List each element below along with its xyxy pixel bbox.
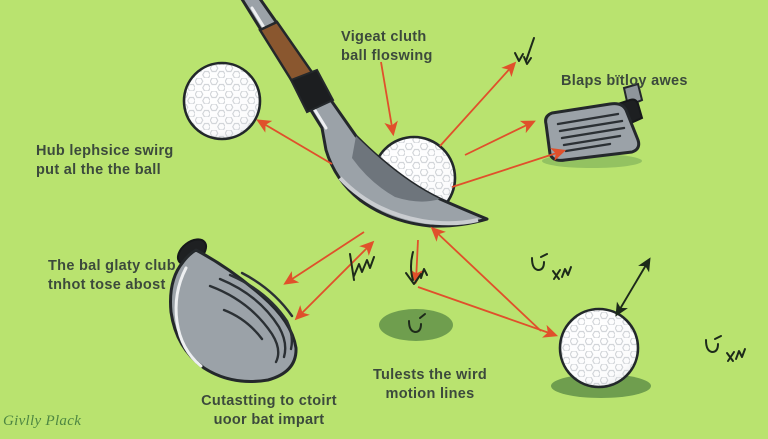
club-grip-band <box>289 68 335 114</box>
golf-ball-icon-bottom-right <box>558 307 640 389</box>
label-left-top-note: Hub lephsice swirg put al the the ball <box>36 142 174 180</box>
label-line: Hub lephsice swirg <box>36 143 174 159</box>
label-left-bottom-note: The bal glaty club tnhot tose abost <box>48 257 176 295</box>
label-club-face-note: Blaps bïtloy awes <box>561 72 688 91</box>
label-bottom-right-note: Tulests the wird motion lines <box>358 366 502 404</box>
annotation-arrow-black <box>615 257 651 317</box>
label-swing-note: Vigeat cluth ball floswing <box>341 28 433 66</box>
label-line: Tulests the wird <box>372 367 488 383</box>
golf-club-icon <box>240 0 489 228</box>
label-line: The bal glaty club <box>48 258 176 274</box>
label-line: Cutastting to ctoirt <box>201 393 337 409</box>
golf-ball-icon-top-left <box>182 61 262 141</box>
label-line: Vigeat cluth <box>341 29 427 45</box>
label-bottom-left-note: Cutastting to ctoirt uoor bat impart <box>183 392 355 430</box>
label-line: uoor bat impart <box>213 412 325 428</box>
watermark-text: Givlly Plack <box>3 413 82 429</box>
label-line: Blaps bïtloy awes <box>561 73 688 89</box>
club-face-icon-right <box>544 82 644 162</box>
label-line: tnhot tose abost <box>48 277 166 293</box>
ground-shadow-center <box>379 309 453 341</box>
label-line: ball floswing <box>341 48 433 64</box>
annotation-arrows-red <box>256 61 567 338</box>
label-line: put al the the ball <box>36 162 161 178</box>
scribble-marks <box>349 37 746 362</box>
driver-head-icon <box>169 238 298 383</box>
label-line: motion lines <box>385 386 475 402</box>
